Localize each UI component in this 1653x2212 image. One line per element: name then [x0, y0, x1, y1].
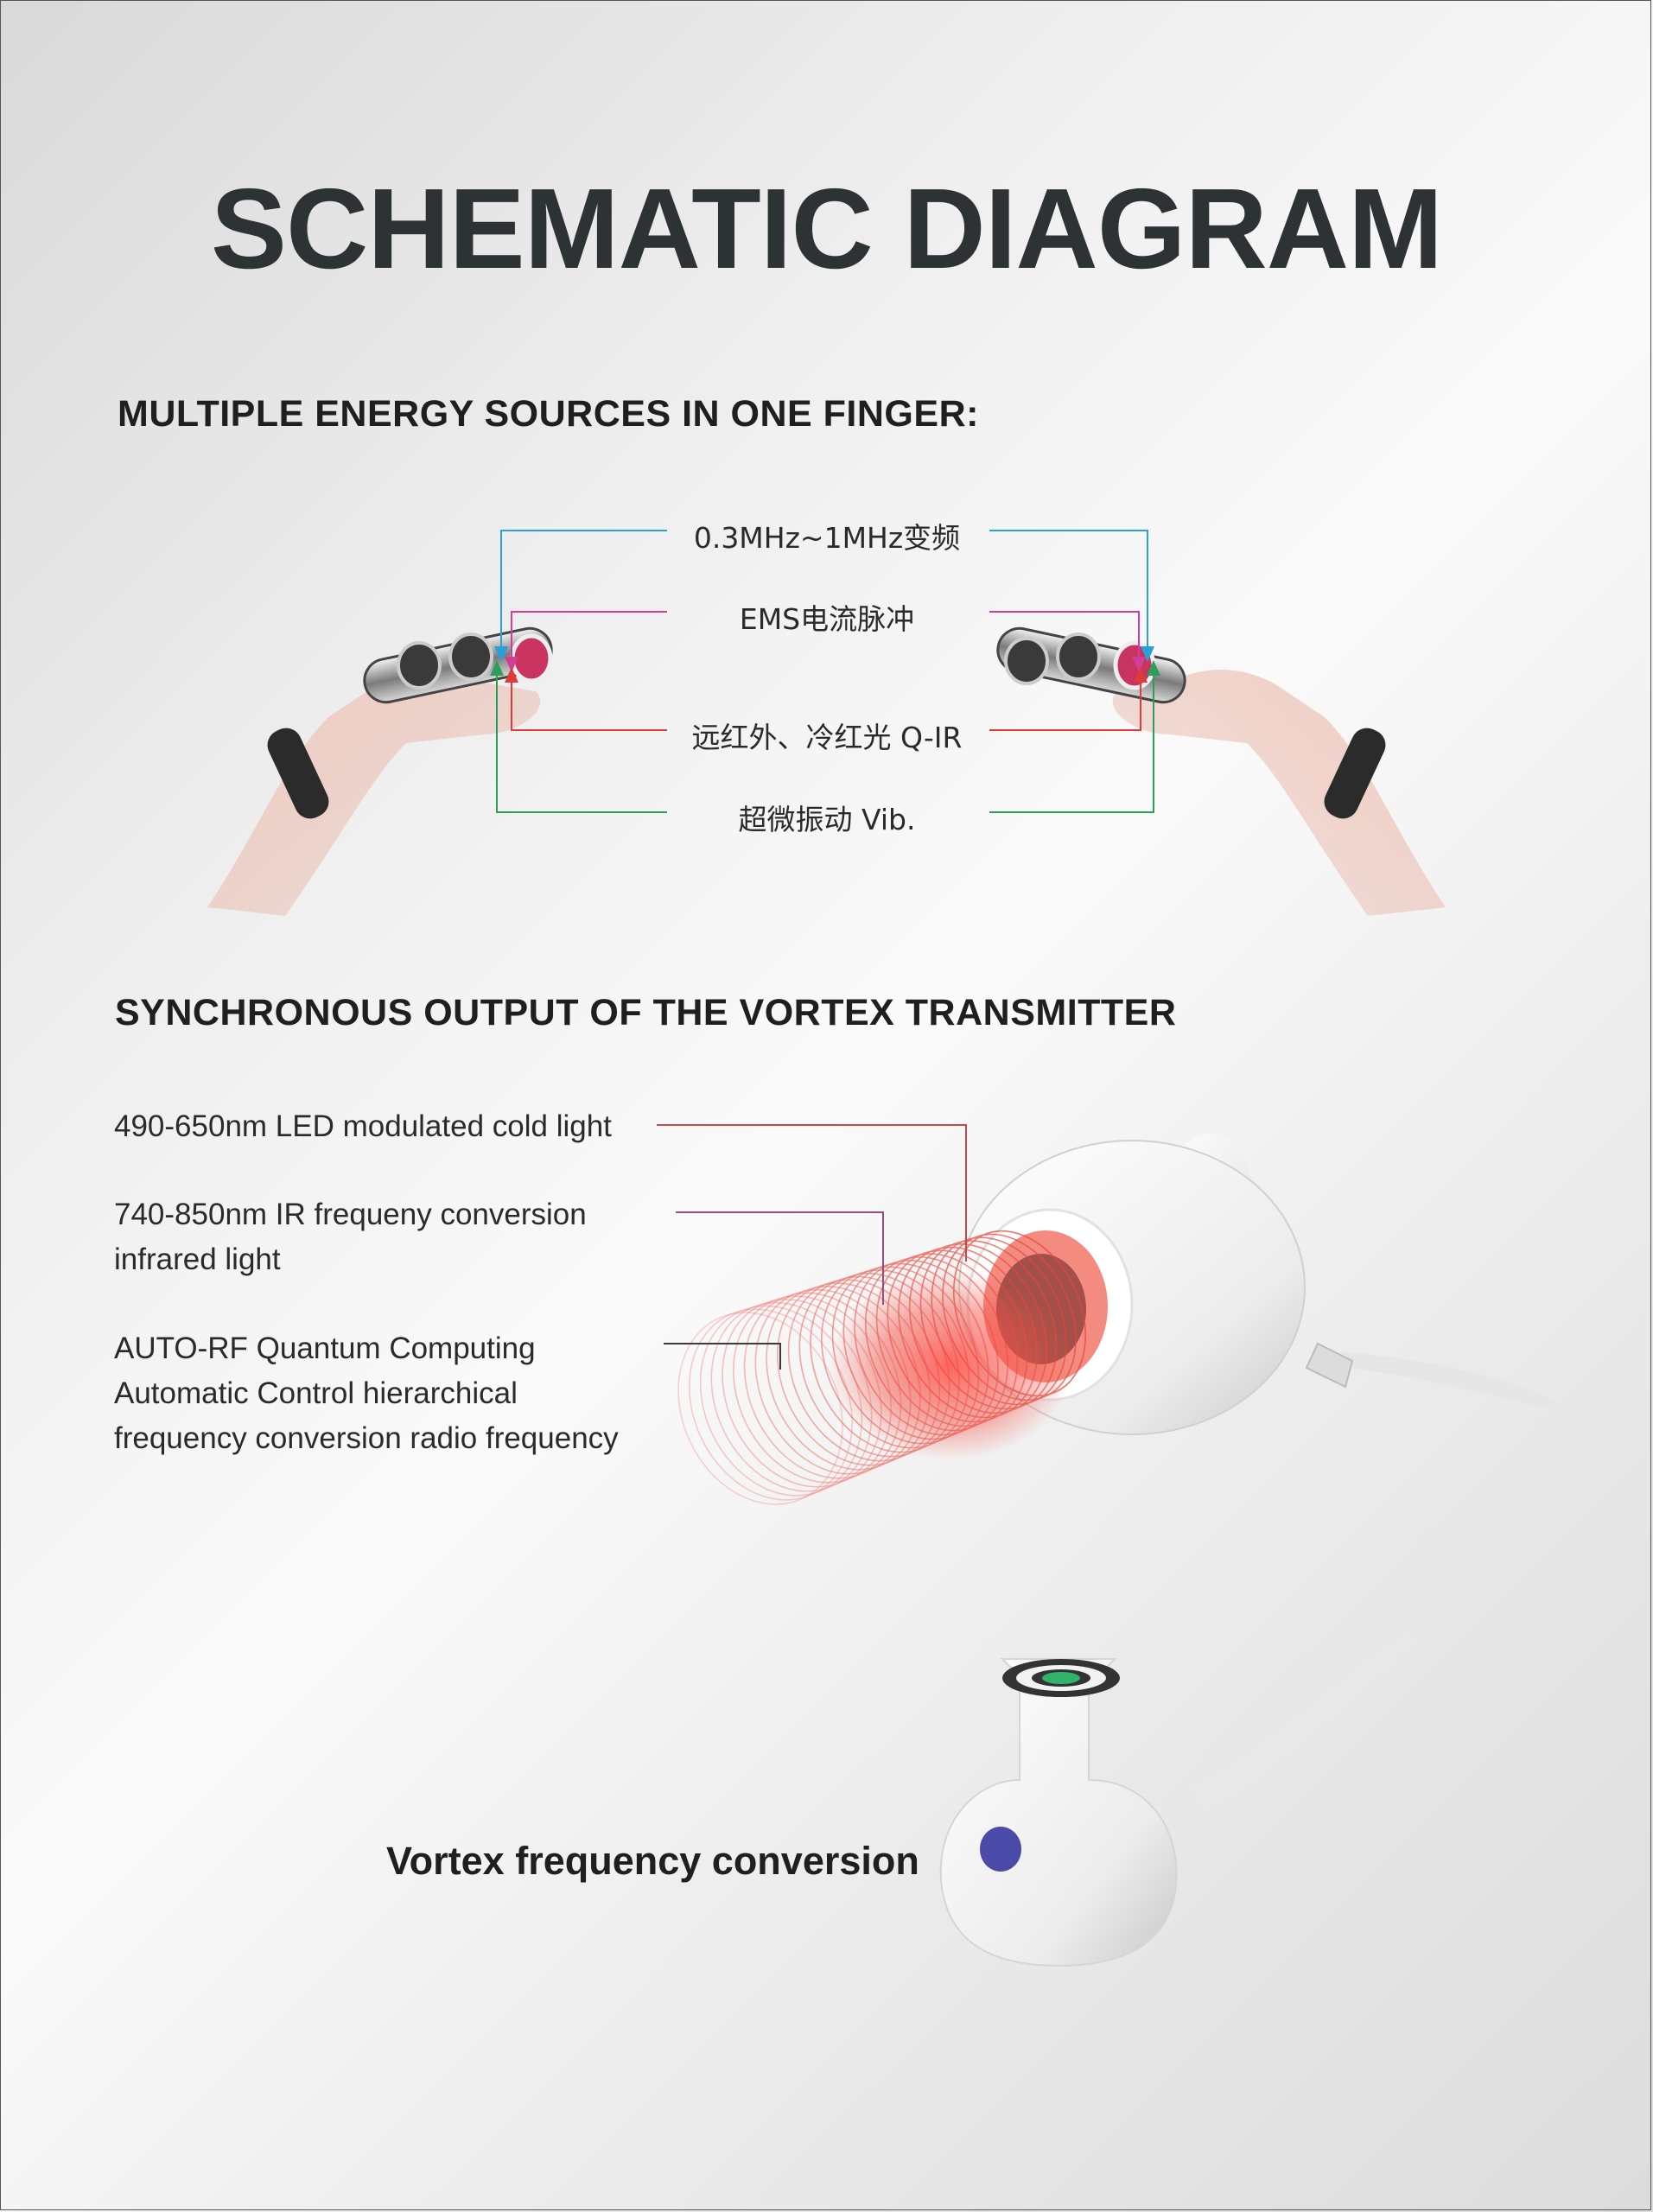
label-ir: 远红外、冷红光 Q-IR: [691, 721, 963, 754]
line-magenta-right: [989, 611, 1140, 657]
line-rf: [664, 1343, 781, 1370]
line-magenta-left: [511, 611, 667, 657]
spec-rf-line-1: AUTO-RF Quantum Computing: [114, 1332, 536, 1365]
section-heading-energy-sources: MULTIPLE ENERGY SOURCES IN ONE FINGER:: [118, 393, 979, 435]
line-green-right: [989, 676, 1154, 813]
spec-ir: 740-850nm IR frequeny conversion infrare…: [114, 1192, 587, 1282]
line-green-left: [496, 676, 667, 813]
line-red-left: [511, 683, 667, 731]
finger-device-icon: [996, 626, 1186, 704]
label-frequency: 0.3MHz~1MHz变频: [693, 521, 961, 555]
spec-rf: AUTO-RF Quantum Computing Automatic Cont…: [114, 1326, 619, 1461]
line-led: [657, 1124, 967, 1262]
spec-rf-line-3: frequency conversion radio frequency: [114, 1421, 619, 1455]
finger-device-icon: [363, 626, 553, 704]
vortex-caption: Vortex frequency conversion: [386, 1839, 919, 1883]
vortex-probe-icon: [939, 1624, 1417, 1967]
spec-ir-line-2: infrared light: [114, 1243, 281, 1276]
line-red-right: [989, 683, 1141, 731]
energy-connector-lines: [490, 530, 1160, 813]
vortex-connector-lines: [657, 1124, 967, 1370]
spec-led: 490-650nm LED modulated cold light: [114, 1104, 612, 1149]
spec-rf-line-2: Automatic Control hierarchical: [114, 1376, 518, 1410]
label-vibration: 超微振动 Vib.: [738, 803, 916, 836]
line-blue-right: [989, 530, 1148, 646]
spec-led-line-1: 490-650nm LED modulated cold light: [114, 1109, 612, 1143]
spec-ir-line-1: 740-850nm IR frequeny conversion: [114, 1198, 587, 1231]
left-hand-device: [207, 626, 553, 916]
line-ir: [676, 1211, 884, 1305]
line-blue-left: [500, 530, 667, 646]
right-hand-device: [996, 626, 1446, 916]
label-ems: EMS电流脉冲: [739, 602, 915, 636]
section-heading-vortex: SYNCHRONOUS OUTPUT OF THE VORTEX TRANSMI…: [115, 992, 1177, 1033]
page-title: SCHEMATIC DIAGRAM: [210, 165, 1443, 292]
